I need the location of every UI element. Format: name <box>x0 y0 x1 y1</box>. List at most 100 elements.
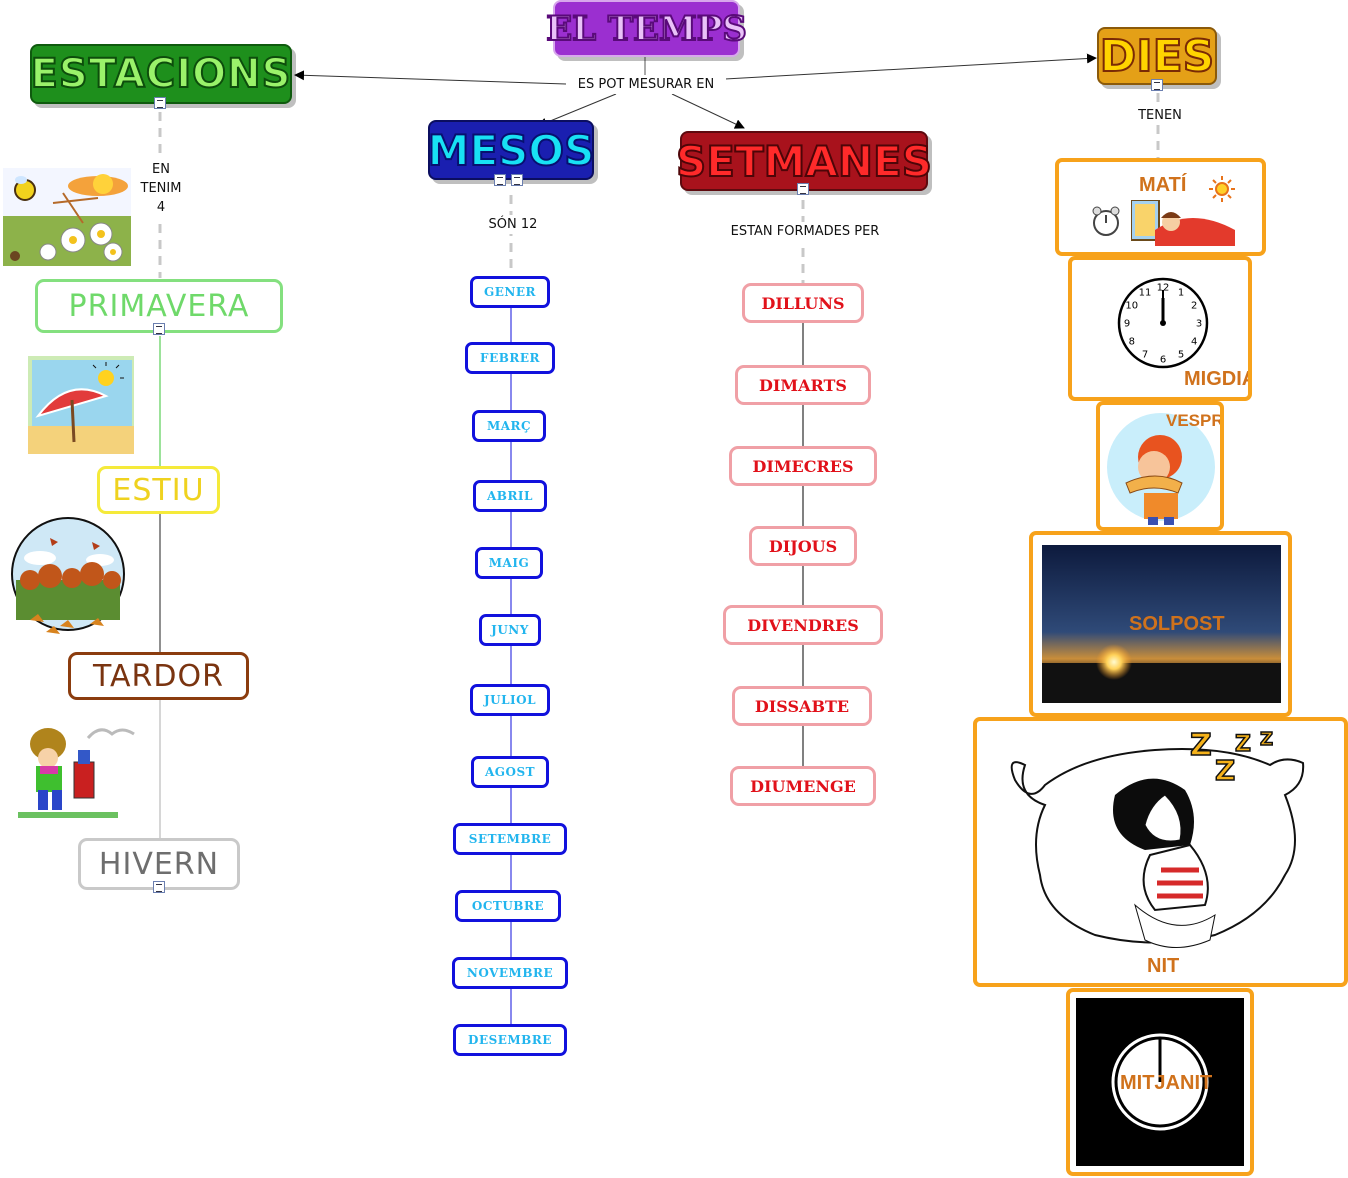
submap-icon[interactable] <box>511 174 523 186</box>
month-node[interactable]: MARÇ <box>472 410 546 442</box>
dies-node-title: DIES <box>1099 30 1216 83</box>
day-part-mitjanit[interactable]: MITJANIT <box>1066 988 1254 1176</box>
month-node[interactable]: SETEMBRE <box>453 823 567 855</box>
sunset-photo <box>1042 545 1281 703</box>
month-node[interactable]: JULIOL <box>470 684 550 716</box>
svg-text:Z: Z <box>1190 728 1212 763</box>
autumn-forest-image <box>11 517 125 634</box>
svg-text:Z: Z <box>1260 729 1273 750</box>
weekday-label: DIVENDRES <box>747 615 859 635</box>
month-node[interactable]: FEBRER <box>465 342 555 374</box>
clock-numeral: 4 <box>1191 337 1197 348</box>
clock-numeral: 2 <box>1191 301 1197 312</box>
weekday-node[interactable]: DIMARTS <box>735 365 871 405</box>
season-label: ESTIU <box>112 472 205 508</box>
svg-text:Z: Z <box>1235 732 1251 757</box>
weekday-label: DIJOUS <box>768 536 838 556</box>
clock-numeral: 6 <box>1160 355 1166 366</box>
clock-numeral: 1 <box>1178 287 1184 298</box>
weekday-label: DISSABTE <box>754 696 850 716</box>
estacions-node-title: ESTACIONS <box>30 50 292 98</box>
notes-icon[interactable] <box>797 183 809 195</box>
month-label: DESEMBRE <box>468 1033 552 1047</box>
month-label: MARÇ <box>486 419 532 433</box>
season-label: PRIMAVERA <box>68 288 250 324</box>
clock-icon <box>1111 1033 1209 1131</box>
weekday-label: DIUMENGE <box>750 776 856 796</box>
month-label: ABRIL <box>487 489 533 503</box>
clock-numeral: 12 <box>1157 283 1170 294</box>
notes-icon[interactable] <box>494 174 506 186</box>
central-node-title: EL TEMPS <box>545 8 748 50</box>
notes-icon[interactable] <box>153 323 165 335</box>
weekday-label: DILLUNS <box>761 293 845 313</box>
day-part-label: MIGDIA <box>1184 368 1252 390</box>
notes-icon[interactable] <box>153 881 165 893</box>
link-label-son-12: SÓN 12 <box>476 215 550 234</box>
weekday-node[interactable]: DIVENDRES <box>723 605 883 645</box>
link-label-line: EN <box>152 162 170 177</box>
sun-icon <box>1209 176 1235 202</box>
clock-numeral: 11 <box>1139 287 1152 298</box>
alarm-clock-icon <box>1092 206 1120 236</box>
central-node-el-temps[interactable]: EL TEMPS <box>545 0 748 57</box>
day-part-solpost[interactable]: SOLPOST <box>1029 531 1292 717</box>
month-node[interactable]: JUNY <box>479 614 541 646</box>
day-part-label: VESPRE <box>1166 411 1224 430</box>
clock-numeral: 9 <box>1124 319 1130 330</box>
month-node[interactable]: OCTUBRE <box>455 890 561 922</box>
month-label: GENER <box>484 285 536 299</box>
month-label: AGOST <box>484 765 536 779</box>
estacions-node[interactable]: ESTACIONS <box>30 44 292 104</box>
dies-node[interactable]: DIES <box>1097 27 1217 85</box>
month-label: MAIG <box>488 556 530 570</box>
link-label-line: TENIM <box>140 181 182 196</box>
month-node[interactable]: NOVEMBRE <box>452 957 568 989</box>
day-part-vespre[interactable]: VESPRE <box>1096 401 1224 531</box>
summer-beach-image <box>28 356 134 454</box>
month-label: JUNY <box>491 623 529 637</box>
day-part-label: MATÍ <box>1139 174 1187 196</box>
clock-numeral: 3 <box>1196 319 1202 330</box>
season-tardor[interactable]: TARDOR <box>68 652 249 700</box>
month-node[interactable]: AGOST <box>471 756 549 788</box>
month-node[interactable]: DESEMBRE <box>453 1024 567 1056</box>
month-node[interactable]: MAIG <box>475 547 543 579</box>
weekday-node[interactable]: DILLUNS <box>742 283 864 323</box>
link-label-tenen: TENEN <box>1128 106 1192 125</box>
mesos-node-title: MESOS <box>427 125 596 176</box>
month-node[interactable]: GENER <box>470 276 550 308</box>
day-part-label: NIT <box>1147 955 1180 977</box>
month-node[interactable]: ABRIL <box>473 480 547 512</box>
weekday-node[interactable]: DIUMENGE <box>730 766 876 806</box>
child-eating-sandwich-image <box>1107 413 1215 525</box>
setmanes-node[interactable]: SETMANES <box>675 131 933 191</box>
link-label-line: 4 <box>156 200 166 215</box>
link-label-en-tenim-4: EN TENIM 4 <box>134 160 188 217</box>
clock-numeral: 10 <box>1125 301 1138 312</box>
mesos-node[interactable]: MESOS <box>427 120 596 180</box>
weekday-label: DIMARTS <box>759 375 847 395</box>
winter-child-image <box>18 728 135 818</box>
clock-numeral: 8 <box>1129 337 1135 348</box>
month-label: OCTUBRE <box>471 899 545 913</box>
month-label: NOVEMBRE <box>466 966 554 980</box>
svg-text:Z: Z <box>1215 754 1235 787</box>
submap-icon[interactable] <box>154 97 166 109</box>
month-label: FEBRER <box>480 351 540 365</box>
sleeping-in-bed-image <box>1131 200 1235 246</box>
weekday-node[interactable]: DIJOUS <box>749 526 857 566</box>
month-label: SETEMBRE <box>468 832 552 846</box>
clock-numeral: 5 <box>1178 350 1184 361</box>
notes-icon[interactable] <box>1151 79 1163 91</box>
day-part-mati[interactable]: MATÍ <box>1055 158 1266 256</box>
link-label-estan-formades-per: ESTAN FORMADES PER <box>716 222 894 241</box>
weekday-node[interactable]: DISSABTE <box>732 686 872 726</box>
season-estiu[interactable]: ESTIU <box>97 466 220 514</box>
season-label: TARDOR <box>93 658 224 694</box>
weekday-node[interactable]: DIMECRES <box>729 446 877 486</box>
